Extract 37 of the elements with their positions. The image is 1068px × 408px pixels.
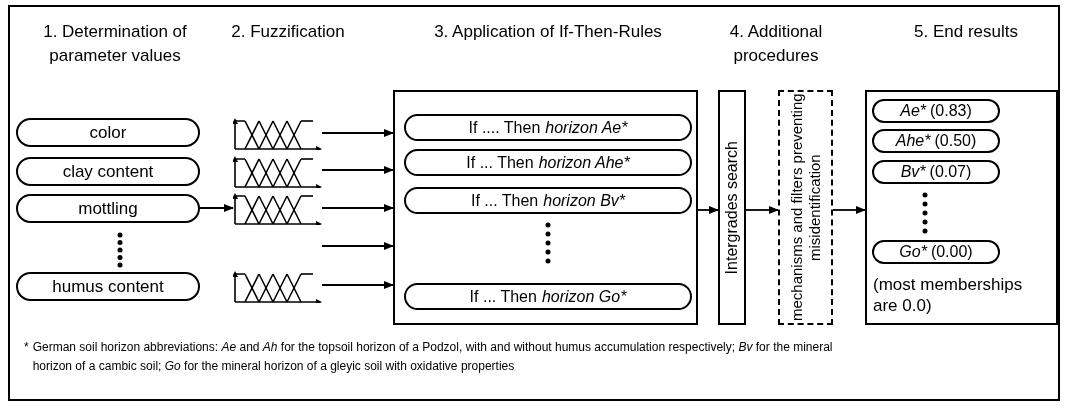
stage-heading: 5. End results (913, 21, 1019, 43)
rules-panel (393, 90, 698, 325)
note-text: (most memberships are 0.0) (873, 274, 1024, 316)
footnote-text: German soil horizon abbreviations: Ae and Ah for the topsoil horizon of a Podzol, with and without humus accumulation respectively; Bv for the mineral horizon of a cambic soil; Go for the mineral horizon of a gleyic soil with oxidative properties (32, 339, 834, 375)
arrow (321, 129, 394, 137)
result-pill: Ae* (0.83) (872, 99, 1000, 123)
arrow (321, 281, 394, 289)
arrow (321, 166, 394, 174)
result-pill: Bv* (0.07) (872, 160, 1000, 184)
results-panel (865, 90, 1058, 325)
parameter-pill: humus content (16, 272, 200, 301)
arrow (321, 204, 394, 212)
parameter-pill: clay content (16, 157, 200, 186)
stage-heading: 1. Determination of parameter values (42, 21, 188, 67)
footnote-mark: * (24, 339, 29, 356)
process-box: mechanisms and filters preventing misidentification (778, 90, 833, 325)
result-pill: Ahe* (0.50) (872, 129, 1000, 153)
parameter-pill: color (16, 118, 200, 147)
stage-heading: 2. Fuzzification (230, 21, 346, 43)
arrow (321, 242, 394, 250)
rule-pill: If .... Then horizon Ae* (404, 114, 692, 141)
parameter-pill: mottling (16, 194, 200, 223)
stage-heading: 4. Additional procedures (728, 21, 824, 67)
rule-pill: If ... Then horizon Bv* (404, 187, 692, 214)
fuzzy-membership-drawing (233, 156, 322, 188)
arrow (697, 206, 719, 214)
arrow (745, 206, 779, 214)
result-pill: Go* (0.00) (872, 240, 1000, 264)
fuzzy-membership-drawing (233, 118, 322, 150)
fuzzy-membership-drawing (233, 271, 322, 303)
fuzzy-membership-drawing (233, 193, 322, 225)
rule-pill: If ... Then horizon Go* (404, 283, 692, 310)
arrow (832, 206, 866, 214)
arrow (199, 204, 234, 212)
rule-pill: If ... Then horizon Ahe* (404, 149, 692, 176)
stage-heading: 3. Application of If-Then-Rules (433, 21, 663, 43)
process-bar: Intergrades search (718, 90, 746, 325)
